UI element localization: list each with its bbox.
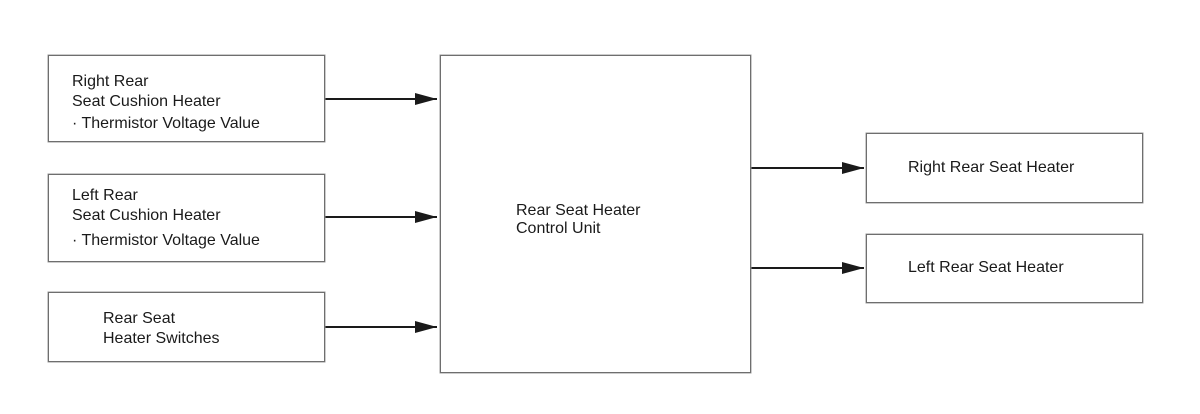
control-unit-line2: Control Unit [516, 220, 601, 237]
rear-seat-heater-control-unit-label: Rear Seat Heater Control Unit [516, 201, 641, 239]
rear-seat-heater-switches-box [48, 292, 325, 362]
right-rear-cushion-heater-line3: · Thermistor Voltage Value [72, 115, 260, 132]
left-rear-cushion-heater-box [48, 174, 325, 262]
right-rear-cushion-heater-line1: Right Rear [72, 73, 149, 90]
rear-seat-heater-switches-line1: Rear Seat [103, 310, 176, 327]
control-unit-line1: Rear Seat Heater [516, 202, 641, 219]
rear-seat-heater-switches-line2: Heater Switches [103, 330, 220, 347]
rear-seat-heater-switches-label: Rear Seat Heater Switches [103, 309, 220, 349]
left-rear-cushion-heater-line2: Seat Cushion Heater [72, 207, 221, 224]
left-rear-seat-heater-label: Left Rear Seat Heater [908, 259, 1064, 276]
left-rear-cushion-heater-line3: · Thermistor Voltage Value [72, 232, 260, 249]
right-rear-cushion-heater-line2: Seat Cushion Heater [72, 93, 221, 110]
left-rear-cushion-heater-line1: Left Rear [72, 187, 138, 204]
left-rear-seat-heater-box [866, 234, 1143, 303]
right-rear-seat-heater-label: Right Rear Seat Heater [908, 159, 1075, 176]
right-rear-seat-heater-box [866, 133, 1143, 203]
right-rear-cushion-heater-box [48, 55, 325, 142]
right-rear-cushion-heater-label: Right Rear Seat Cushion Heater · Thermis… [72, 72, 260, 134]
left-rear-cushion-heater-label: Left Rear Seat Cushion Heater · Thermist… [72, 186, 260, 251]
rear-seat-heater-control-unit-box [440, 55, 751, 373]
